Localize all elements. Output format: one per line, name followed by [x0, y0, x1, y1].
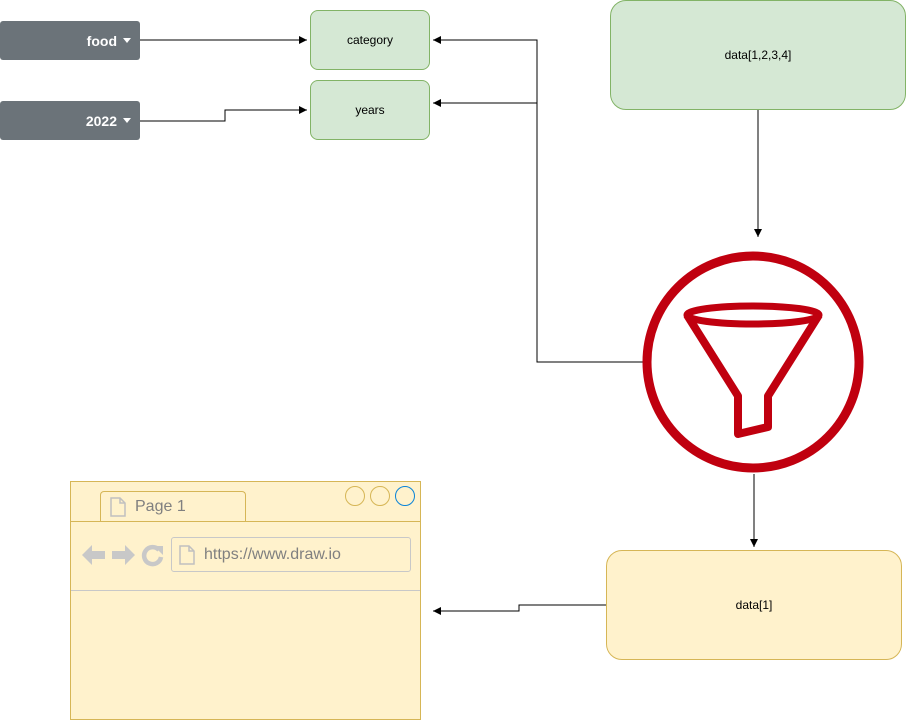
years-node-label: years — [355, 103, 385, 117]
category-filter-value: food — [86, 32, 117, 49]
browser-window: Page 1 https://www.draw.io — [70, 481, 421, 720]
chevron-down-icon — [123, 38, 131, 43]
address-bar[interactable]: https://www.draw.io — [171, 537, 411, 572]
category-node[interactable]: category — [310, 10, 430, 70]
edge-filter-to-category — [433, 36, 644, 363]
category-filter-dropdown[interactable]: food — [0, 21, 140, 60]
funnel-filter-icon[interactable] — [640, 248, 870, 478]
toolbar-divider — [71, 590, 420, 591]
edge-2022-to-years — [140, 106, 307, 122]
address-url: https://www.draw.io — [204, 545, 341, 563]
reload-icon[interactable] — [141, 543, 165, 567]
category-node-label: category — [346, 33, 394, 47]
page-icon — [179, 544, 195, 565]
result-data-node[interactable]: data[1] — [606, 550, 902, 660]
tab-page-1[interactable]: Page 1 — [100, 491, 246, 522]
close-button[interactable] — [395, 486, 415, 506]
browser-content-area — [71, 591, 420, 719]
maximize-button[interactable] — [370, 486, 390, 506]
chevron-down-icon — [123, 118, 131, 123]
source-data-label: data[1,2,3,4] — [724, 48, 792, 62]
tab-label: Page 1 — [135, 498, 186, 515]
forward-arrow-icon[interactable] — [111, 543, 136, 567]
edge-result-to-browser — [433, 604, 606, 615]
tab-bar-divider — [71, 521, 420, 522]
source-data-node[interactable]: data[1,2,3,4] — [610, 0, 906, 110]
back-arrow-icon[interactable] — [81, 543, 106, 567]
years-filter-value: 2022 — [85, 112, 117, 129]
minimize-button[interactable] — [345, 486, 365, 506]
years-node[interactable]: years — [310, 80, 430, 140]
years-filter-dropdown[interactable]: 2022 — [0, 101, 140, 140]
result-data-label: data[1] — [735, 598, 773, 612]
page-icon — [110, 497, 126, 517]
